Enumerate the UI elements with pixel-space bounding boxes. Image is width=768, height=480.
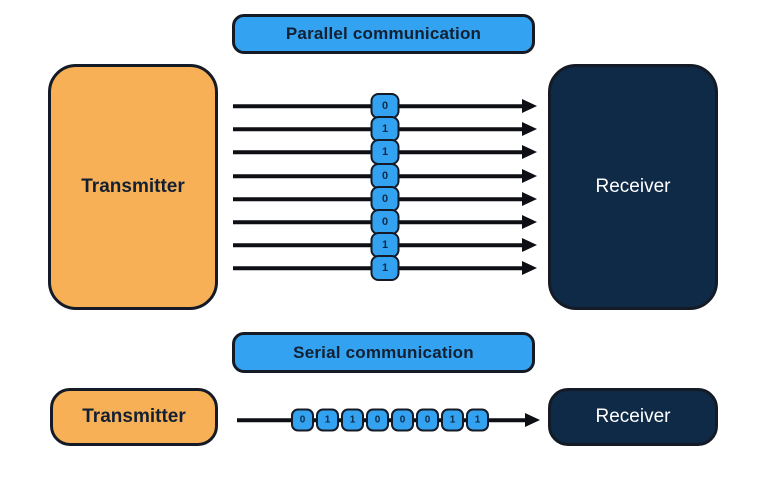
bit-box: 0 — [370, 163, 400, 189]
arrowhead-icon — [522, 215, 537, 229]
parallel-channel-row: 0 — [233, 209, 537, 235]
arrowhead-icon — [522, 145, 537, 159]
parallel-receiver-box: Receiver — [548, 64, 718, 310]
arrowhead-icon — [525, 413, 540, 427]
bit-box: 1 — [441, 408, 464, 432]
parallel-section-title: Parallel communication — [285, 24, 482, 43]
parallel-channel-row: 0 — [233, 93, 537, 119]
parallel-section-header: Parallel communication — [232, 14, 535, 54]
serial-receiver-label: Receiver — [595, 406, 671, 427]
parallel-channels: 0 1 1 0 0 0 1 — [233, 93, 537, 281]
arrowhead-icon — [522, 169, 537, 183]
serial-section-header: Serial communication — [232, 332, 535, 373]
serial-transmitter-label: Transmitter — [82, 406, 186, 427]
bit-box: 1 — [341, 408, 364, 432]
parallel-channel-row: 0 — [233, 163, 537, 189]
bit-box: 0 — [291, 408, 314, 432]
arrowhead-icon — [522, 192, 537, 206]
parallel-transmitter-box: Transmitter — [48, 64, 218, 310]
parallel-receiver-label: Receiver — [595, 176, 671, 197]
parallel-transmitter-label: Transmitter — [81, 176, 185, 197]
serial-channel: 0 1 1 0 0 0 1 1 — [237, 406, 540, 434]
parallel-channel-row: 1 — [233, 255, 537, 281]
arrowhead-icon — [522, 99, 537, 113]
bit-box: 1 — [370, 139, 400, 165]
parallel-channel-row: 1 — [233, 139, 537, 165]
serial-bit-stream: 0 1 1 0 0 0 1 1 — [291, 408, 489, 432]
bit-box: 1 — [466, 408, 489, 432]
parallel-channel-row: 1 — [233, 232, 537, 258]
bit-box: 0 — [366, 408, 389, 432]
bit-box: 1 — [316, 408, 339, 432]
arrowhead-icon — [522, 122, 537, 136]
arrowhead-icon — [522, 261, 537, 275]
bit-box: 0 — [416, 408, 439, 432]
serial-section-title: Serial communication — [293, 342, 474, 362]
bit-box: 1 — [370, 255, 400, 281]
arrowhead-icon — [522, 238, 537, 252]
parallel-channel-row: 1 — [233, 116, 537, 142]
serial-receiver-box: Receiver — [548, 388, 718, 446]
serial-transmitter-box: Transmitter — [50, 388, 218, 446]
parallel-channel-row: 0 — [233, 186, 537, 212]
bit-box: 0 — [391, 408, 414, 432]
